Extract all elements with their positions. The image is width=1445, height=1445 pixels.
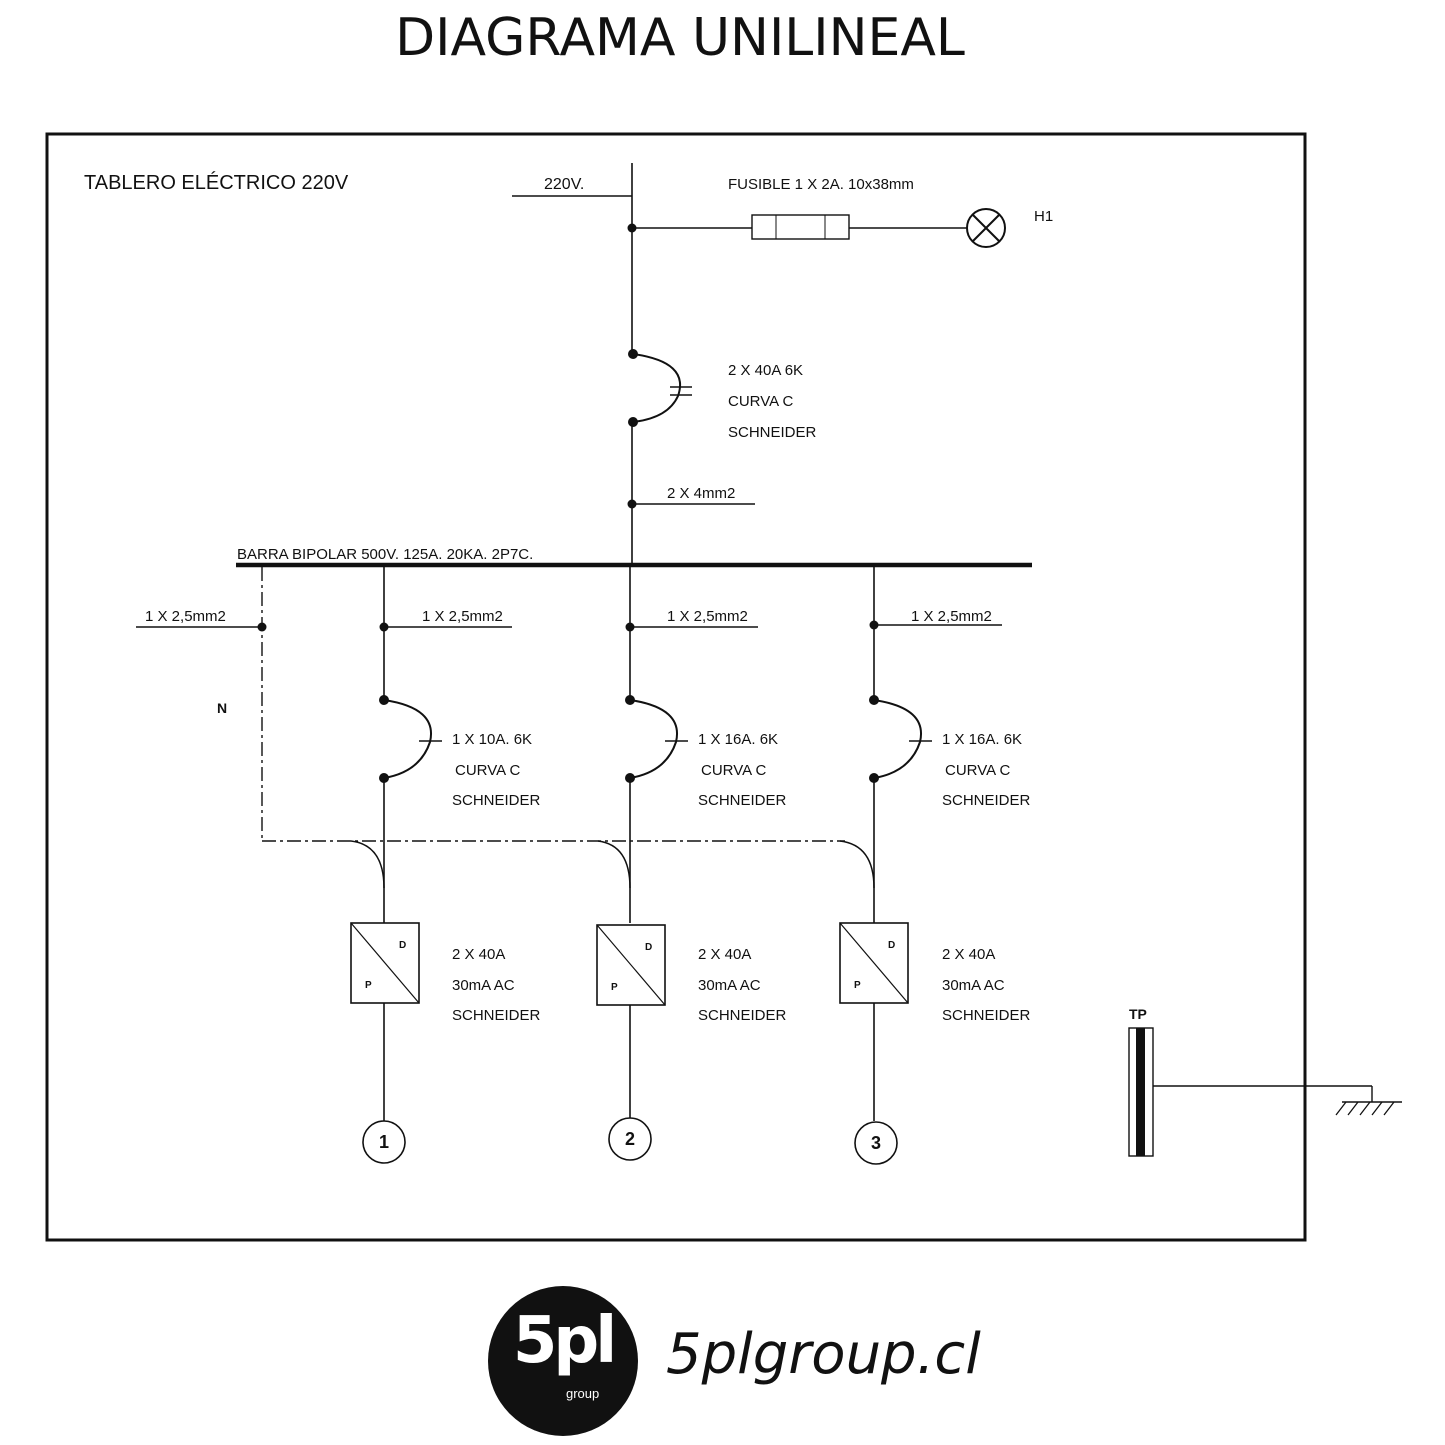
website-link[interactable]: 5plgroup.cl: [666, 1322, 981, 1387]
circuit-3-number-badge: [854, 1121, 898, 1165]
circuit-1-breaker-curve: CURVA C: [455, 762, 520, 779]
brand-logo: 5pl group: [488, 1286, 638, 1436]
circuit-1-breaker-brand: SCHNEIDER: [452, 792, 541, 809]
circuit-2-number-badge: [608, 1117, 652, 1161]
panel-frame: [45, 132, 1307, 1242]
earth-ground-icon: [1335, 1101, 1402, 1116]
ground-label: TP: [1129, 1006, 1147, 1022]
svg-text:P: P: [611, 982, 618, 993]
neutral-label: N: [217, 700, 227, 716]
main-breaker-rating: 2 X 40A 6K: [728, 362, 803, 379]
fuse-label: FUSIBLE 1 X 2A. 10x38mm: [728, 176, 914, 193]
supply-label: 220V.: [544, 176, 584, 193]
circuit-1-cable-label: 1 X 2,5mm2: [422, 608, 503, 625]
supply: 220V.: [512, 163, 633, 352]
circuit-1-number: 1: [379, 1132, 389, 1152]
rcd-3-brand: SCHNEIDER: [942, 1007, 1031, 1024]
rcd-3-rating: 2 X 40A: [942, 946, 995, 963]
circuit-3-cable-label: 1 X 2,5mm2: [911, 608, 992, 625]
fuse-branch: FUSIBLE 1 X 2A. 10x38mm H1: [627, 176, 1053, 248]
busbar: BARRA BIPOLAR 500V. 125A. 20KA. 2P7C.: [236, 546, 1032, 568]
circuit-1-breaker-rating: 1 X 10A. 6K: [452, 731, 532, 748]
busbar-label: BARRA BIPOLAR 500V. 125A. 20KA. 2P7C.: [237, 546, 533, 563]
rcd-1-rating: 2 X 40A: [452, 946, 505, 963]
page-title: DIAGRAMA UNILINEAL: [395, 8, 965, 68]
main-breaker-curve: CURVA C: [728, 393, 793, 410]
main-breaker-brand: SCHNEIDER: [728, 424, 817, 441]
lamp-icon: [966, 208, 1006, 248]
circuit-3-number: 3: [871, 1133, 881, 1153]
svg-text:P: P: [365, 980, 372, 991]
brand-logo-subtext: group: [566, 1386, 600, 1401]
circuit-2-breaker-brand: SCHNEIDER: [698, 792, 787, 809]
ground-bar: TP: [1128, 1006, 1402, 1157]
rcd-3-symbol: D P: [839, 922, 909, 1004]
rcd-2-brand: SCHNEIDER: [698, 1007, 787, 1024]
rcd-3-sensitivity: 30mA AC: [942, 977, 1005, 994]
circuit-3-breaker-curve: CURVA C: [945, 762, 1010, 779]
circuit-2-breaker-curve: CURVA C: [701, 762, 766, 779]
svg-text:P: P: [854, 980, 861, 991]
rcd-1-brand: SCHNEIDER: [452, 1007, 541, 1024]
main-breaker: 2 X 40A 6K CURVA C SCHNEIDER: [628, 349, 817, 565]
feeder-cable-label: 2 X 4mm2: [667, 485, 735, 502]
rcd-1-sensitivity: 30mA AC: [452, 977, 515, 994]
circuit-1-number-badge: [362, 1120, 406, 1164]
neutral-cable-label: 1 X 2,5mm2: [145, 608, 226, 625]
rcd-2-sensitivity: 30mA AC: [698, 977, 761, 994]
rcd-2-symbol: D P: [596, 924, 666, 1006]
lamp-label: H1: [1034, 208, 1053, 225]
circuit-3-breaker-brand: SCHNEIDER: [942, 792, 1031, 809]
feeder-cable: 2 X 4mm2: [627, 485, 755, 509]
rcd-2-rating: 2 X 40A: [698, 946, 751, 963]
circuit-2-cable-label: 1 X 2,5mm2: [667, 608, 748, 625]
fuse-symbol: [751, 214, 850, 240]
circuit-1: 1 X 2,5mm2 1 X 10A. 6K CURVA C SCHNEIDER…: [350, 565, 541, 1164]
rcd-1-symbol: D P: [350, 922, 420, 1004]
neutral-line: 1 X 2,5mm2 N: [136, 567, 875, 889]
panel-title: TABLERO ELÉCTRICO 220V: [84, 171, 349, 194]
brand-logo-text: 5pl: [512, 1304, 617, 1378]
svg-text:D: D: [645, 942, 652, 953]
circuit-2-breaker-rating: 1 X 16A. 6K: [698, 731, 778, 748]
circuit-3: 1 X 2,5mm2 1 X 16A. 6K CURVA C SCHNEIDER…: [839, 565, 1031, 1165]
circuit-2: 1 X 2,5mm2 1 X 16A. 6K CURVA C SCHNEIDER…: [596, 565, 787, 1161]
svg-text:D: D: [888, 940, 895, 951]
svg-text:D: D: [399, 940, 406, 951]
circuit-3-breaker-rating: 1 X 16A. 6K: [942, 731, 1022, 748]
circuit-2-number: 2: [625, 1129, 635, 1149]
